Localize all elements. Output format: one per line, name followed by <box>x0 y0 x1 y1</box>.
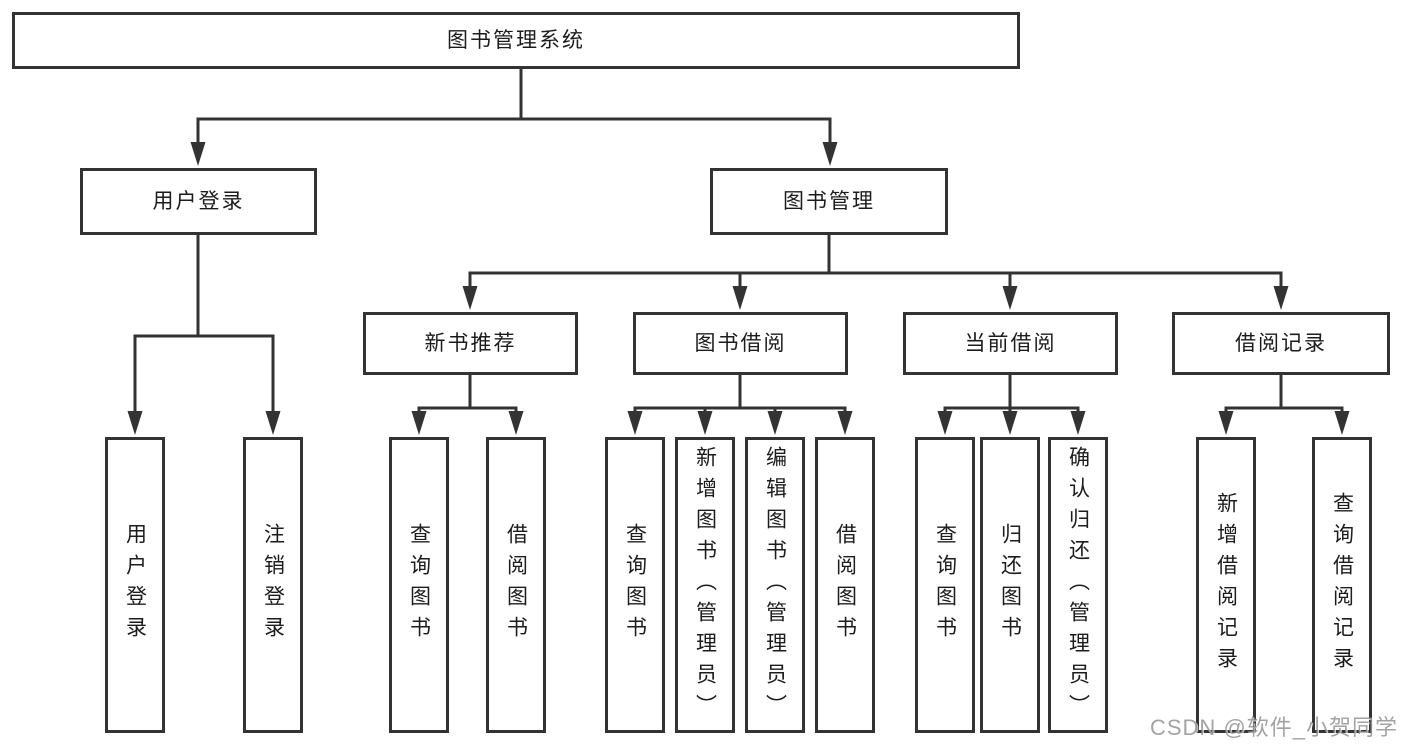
arrowhead-down-icon <box>1002 411 1018 435</box>
node-label: 当前借阅 <box>964 331 1057 355</box>
node-label: 借阅图书 <box>504 523 528 647</box>
node-label: 查询图书 <box>407 523 431 647</box>
node-leaf-add-books-admin: 新增图书（管理员） <box>675 437 735 733</box>
node-leaf-user-login: 用户登录 <box>105 437 165 733</box>
arrowhead-down-icon <box>1218 411 1234 435</box>
node-label: 确认归还（管理员） <box>1066 445 1090 725</box>
arrowhead-down-icon <box>1070 411 1086 435</box>
arrowhead-down-icon <box>508 411 524 435</box>
node-leaf-borrow-books-borrow: 借阅图书 <box>815 437 875 733</box>
node-leaf-borrow-books-rec: 借阅图书 <box>486 437 546 733</box>
node-label: 查询图书 <box>933 523 957 647</box>
node-label: 查询图书 <box>623 523 647 647</box>
node-leaf-query-books-borrow: 查询图书 <box>605 437 665 733</box>
node-label: 新增图书（管理员） <box>693 445 717 725</box>
node-leaf-query-books-rec: 查询图书 <box>389 437 449 733</box>
node-branch-borrow-records: 借阅记录 <box>1172 312 1390 375</box>
node-leaf-edit-books-admin: 编辑图书（管理员） <box>745 437 805 733</box>
arrowhead-down-icon <box>837 411 853 435</box>
node-leaf-query-books-current: 查询图书 <box>915 437 975 733</box>
node-label: 图书管理系统 <box>447 28 585 52</box>
watermark-text: CSDN @软件_小贺同学 <box>1149 715 1398 740</box>
arrowhead-down-icon <box>822 142 838 166</box>
arrowhead-down-icon <box>1334 411 1350 435</box>
node-label: 用户登录 <box>152 189 245 213</box>
node-branch-user-login: 用户登录 <box>80 168 317 235</box>
node-label: 注销登录 <box>261 523 285 647</box>
node-label: 借阅图书 <box>833 523 857 647</box>
node-leaf-query-borrow-record: 查询借阅记录 <box>1312 437 1372 733</box>
node-label: 新书推荐 <box>424 331 517 355</box>
node-leaf-add-borrow-record: 新增借阅记录 <box>1196 437 1256 733</box>
node-branch-new-book-rec: 新书推荐 <box>363 312 578 375</box>
node-label: 新增借阅记录 <box>1214 492 1238 678</box>
node-label: 借阅记录 <box>1235 331 1327 355</box>
node-label: 用户登录 <box>123 523 147 647</box>
arrowhead-down-icon <box>937 411 953 435</box>
node-root-library-system: 图书管理系统 <box>12 12 1020 69</box>
arrowhead-down-icon <box>1002 286 1018 310</box>
arrowhead-down-icon <box>190 142 206 166</box>
arrowhead-down-icon <box>767 411 783 435</box>
node-branch-current-borrow: 当前借阅 <box>903 312 1118 375</box>
node-label: 归还图书 <box>998 523 1022 647</box>
node-branch-book-mgmt: 图书管理 <box>710 168 948 235</box>
arrowhead-down-icon <box>411 411 427 435</box>
node-leaf-return-books: 归还图书 <box>980 437 1040 733</box>
arrowhead-down-icon <box>697 411 713 435</box>
node-branch-book-borrow: 图书借阅 <box>633 312 848 375</box>
arrowhead-down-icon <box>627 411 643 435</box>
node-label: 查询借阅记录 <box>1330 492 1354 678</box>
arrowhead-down-icon <box>732 286 748 310</box>
node-leaf-logout: 注销登录 <box>243 437 303 733</box>
node-label: 图书管理 <box>783 189 875 213</box>
node-label: 图书借阅 <box>694 331 787 355</box>
node-label: 编辑图书（管理员） <box>763 445 787 725</box>
arrowhead-down-icon <box>1273 286 1289 310</box>
arrowhead-down-icon <box>127 411 143 435</box>
node-leaf-confirm-return-admin: 确认归还（管理员） <box>1048 437 1108 733</box>
arrowhead-down-icon <box>265 411 281 435</box>
arrowhead-down-icon <box>462 286 478 310</box>
